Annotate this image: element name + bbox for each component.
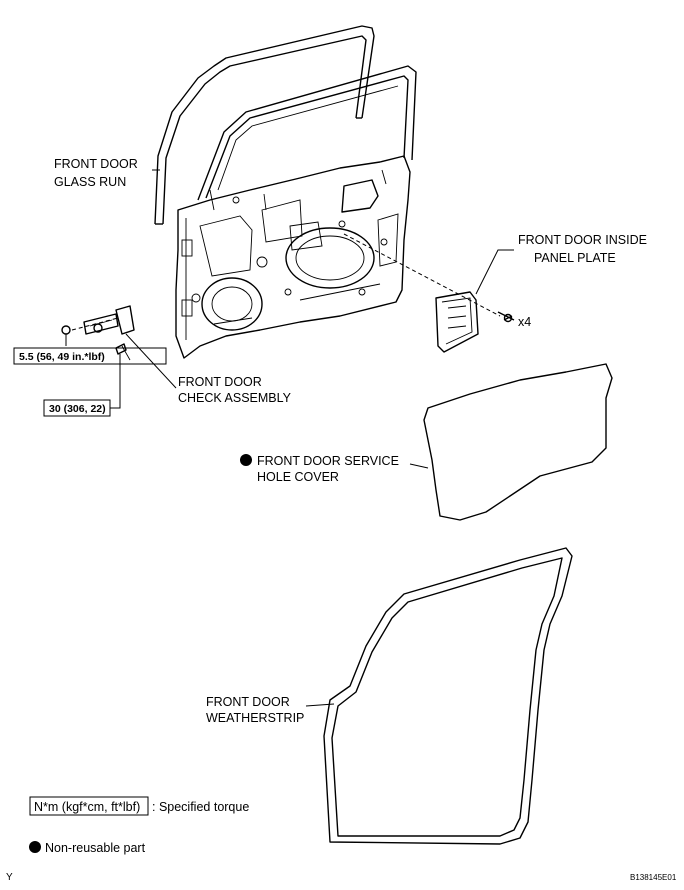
weatherstrip-drawing [305,547,573,845]
legend-non-reusable-dot [29,841,41,853]
glass-run-drawing [154,25,375,225]
inside-panel-plate-label-line2: PANEL PLATE [534,251,616,265]
service-hole-cover-drawing [423,363,613,521]
front-door-panel-drawing [175,65,417,359]
weatherstrip-label-line2: WEATHERSTRIP [206,711,304,725]
service-hole-cover-leader [409,463,429,469]
legend-torque-desc: : Specified torque [152,800,249,814]
glass-run-label-line1: FRONT DOOR [54,157,138,171]
non-reusable-mark-service-cover [240,454,252,466]
glass-run-label-line2: GLASS RUN [54,175,126,189]
service-hole-cover-label-line1: FRONT DOOR SERVICE [257,454,399,468]
torque-value-large: 30 (306, 22) [49,403,106,415]
plate-install-line [343,233,501,317]
fastener-qty-label: x4 [518,315,531,329]
check-assembly-label-line1: FRONT DOOR [178,375,262,389]
inside-panel-plate-label-line1: FRONT DOOR INSIDE [518,233,647,247]
plate-bolt-icon [497,311,515,323]
figure-code: B138145E01 [630,873,677,882]
legend-torque-box [29,796,149,816]
legend-torque-unit: N*m (kgf*cm, ft*lbf) [34,800,140,814]
door-check-assembly-drawing [71,305,177,389]
check-bolt-large-icon [110,343,131,409]
torque-box-small [13,347,167,365]
corner-mark-left: Y [6,872,13,883]
inside-panel-plate-drawing [435,249,514,353]
service-hole-cover-label-line2: HOLE COVER [257,470,339,484]
torque-box-large [43,399,111,417]
legend-non-reusable-text: Non-reusable part [45,841,146,855]
torque-value-small: 5.5 (56, 49 in.*lbf) [19,351,105,363]
weatherstrip-label-line1: FRONT DOOR [206,695,290,709]
check-bolt-small-icon [61,325,71,346]
check-assembly-label-line2: CHECK ASSEMBLY [178,391,292,405]
